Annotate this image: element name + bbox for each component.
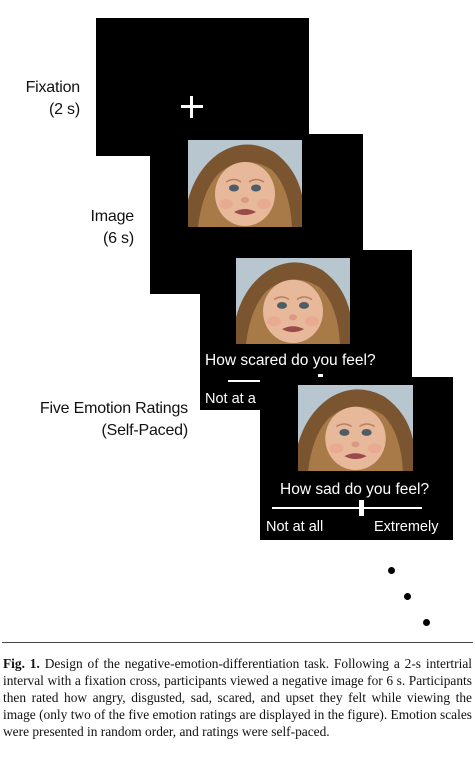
fixation-label-title: Fixation [25, 79, 81, 96]
rating-question: How scared do you feel? [205, 352, 376, 369]
rating-left-anchor: Not at a [205, 391, 256, 407]
fixation-label-duration: (2 s) [48, 101, 80, 118]
caption-fig-label: Fig. 1. [3, 656, 40, 671]
rating-slider-thumb[interactable] [359, 500, 364, 516]
ratings-label-duration: (Self-Paced) [101, 422, 188, 439]
continuation-dot [423, 619, 430, 626]
crying-child-photo [188, 140, 302, 227]
rating-slider-thumb[interactable] [318, 374, 323, 378]
caption-text: Design of the negative-emotion-different… [3, 656, 472, 739]
fixation-screen [96, 18, 309, 156]
rating-screen-sad: How sad do you feel? Not at all Extremel… [260, 377, 453, 540]
fixation-label: Fixation (2 s) [10, 77, 81, 121]
ratings-label: Five Emotion Ratings (Self-Paced) [10, 398, 188, 442]
crying-child-photo [236, 258, 350, 344]
fixation-cross-icon [181, 96, 203, 118]
figure-caption: Fig. 1. Design of the negative-emotion-d… [3, 655, 472, 740]
continuation-dot [404, 593, 411, 600]
rating-scale-line [272, 507, 422, 509]
image-label-duration: (6 s) [102, 230, 134, 247]
image-label-title: Image [90, 208, 135, 225]
image-label: Image (6 s) [40, 206, 135, 250]
rating-question: How sad do you feel? [280, 481, 430, 498]
caption-divider [2, 642, 473, 643]
ratings-label-title: Five Emotion Ratings [39, 400, 188, 417]
continuation-dot [388, 567, 395, 574]
rating-left-anchor: Not at all [266, 519, 324, 535]
rating-right-anchor: Extremely [374, 519, 439, 535]
crying-child-photo [298, 385, 413, 471]
